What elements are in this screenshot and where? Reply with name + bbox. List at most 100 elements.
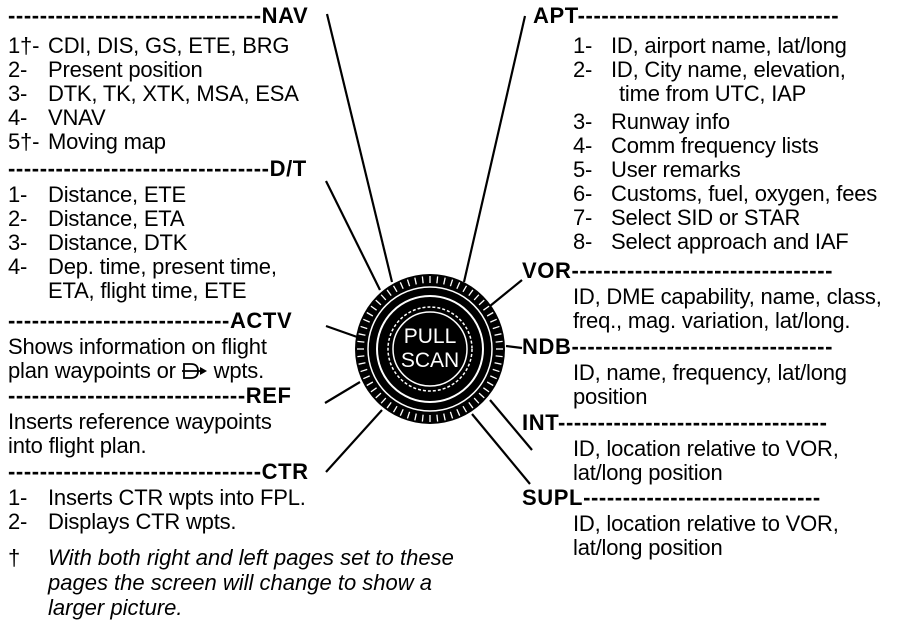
knob-ridge — [358, 362, 366, 365]
int-header-row: INT---------------------------------- — [522, 410, 828, 435]
nav-header-row: --------------------------------NAV — [8, 3, 309, 28]
ctr-item-1: 1-Inserts CTR wpts into FPL. — [8, 485, 306, 510]
connector-apt — [462, 15, 527, 283]
knob-ridge — [462, 405, 468, 413]
knob-ridge — [492, 368, 500, 373]
pull-scan-knob[interactable]: PULL SCAN — [355, 274, 505, 424]
connector-vor — [489, 279, 523, 307]
apt-item-8: 8-Select approach and IAF — [573, 229, 849, 254]
knob-ridge — [492, 325, 500, 330]
ndb-header-row: NDB--------------------------------- — [522, 334, 834, 359]
knob-ridge — [363, 375, 370, 380]
knob-ridge — [392, 405, 398, 413]
knob-ridge — [366, 381, 374, 387]
dt-item-3: 3-Distance, DTK — [8, 230, 188, 255]
knob-ridge — [357, 355, 365, 358]
knob-ridge — [370, 305, 377, 311]
knob-ridge — [443, 277, 446, 285]
knob-dashed-ring — [387, 306, 473, 392]
nav-item-5: 5†-Moving map — [8, 129, 166, 154]
knob-ridge — [414, 277, 417, 285]
apt-item-1: 1-ID, airport name, lat/long — [573, 33, 847, 58]
supl-header-row: SUPL------------------------------ — [522, 485, 821, 510]
knob-ridge — [449, 279, 454, 287]
knob-ridge — [399, 409, 404, 416]
knob-ridge — [449, 411, 454, 419]
knob-ridge — [380, 294, 387, 301]
knob-ridge — [363, 318, 370, 323]
knob-label-scan: SCAN — [401, 349, 459, 372]
connector-supl — [471, 413, 531, 485]
dt-item-4: 4-Dep. time, present time, — [8, 254, 277, 279]
ref-header-row: ------------------------------REF — [8, 383, 292, 408]
connector-ctr — [325, 409, 383, 473]
D-arrow-icon — [181, 361, 208, 385]
ref-header: REF — [245, 383, 292, 408]
knob-ridge — [462, 285, 468, 293]
knob-ridge — [495, 355, 503, 358]
knob-ridge — [386, 289, 392, 296]
ctr-header: CTR — [261, 459, 309, 484]
apt-item-6: 6-Customs, fuel, oxygen, fees — [573, 181, 878, 206]
footnote-line-2: pages the screen will change to show a — [48, 570, 433, 595]
knob-ridge — [380, 397, 387, 404]
knob-ridge — [478, 299, 485, 306]
nav-item-4: 4-VNAV — [8, 105, 106, 130]
dt-item-2: 2-Distance, ETA — [8, 206, 185, 231]
knob-ridge — [358, 333, 366, 336]
connector-ref — [324, 381, 361, 404]
knob-ridge — [456, 409, 461, 416]
vor-header-row: VOR--------------------------------- — [522, 258, 834, 283]
actv-line-1: Shows information on flight — [8, 334, 267, 359]
ref-line-2: into flight plan. — [8, 433, 147, 458]
knob-ridge — [399, 282, 404, 289]
knob-ridge — [436, 276, 439, 284]
knob-inner-ring — [376, 295, 484, 403]
ref-line-1: Inserts reference waypoints — [8, 409, 272, 434]
knob-ridge — [375, 392, 382, 399]
connector-ndb — [505, 344, 523, 350]
knob-ridge — [468, 289, 474, 296]
nav-header: NAV — [261, 3, 309, 28]
int-line-1: ID, location relative to VOR, — [573, 436, 839, 461]
connector-int — [489, 399, 533, 451]
knob-ridge — [357, 340, 365, 343]
apt-item-7: 7-Select SID or STAR — [573, 205, 801, 230]
knob-ridge — [406, 411, 411, 419]
apt-header-row: APT--------------------------------- — [533, 3, 840, 28]
knob-ridge — [360, 368, 368, 373]
connector-dt — [325, 180, 381, 291]
connector-actv — [325, 324, 361, 340]
knob-ridge — [406, 279, 411, 287]
dt-header-row: ---------------------------------D/T — [8, 156, 307, 181]
knob-ridge — [443, 413, 446, 421]
actv-header-row: ----------------------------ACTV — [8, 308, 293, 333]
ndb-header: NDB — [522, 334, 572, 359]
dt-item-1: 1-Distance, ETE — [8, 182, 187, 207]
nav-item-1: 1†-CDI, DIS, GS, ETE, BRG — [8, 33, 290, 58]
ctr-item-2: 2-Displays CTR wpts. — [8, 509, 237, 534]
knob-ridge — [494, 362, 502, 365]
knob-ridge — [473, 294, 480, 301]
apt-item-2-cont: time from UTC, IAP — [619, 81, 807, 106]
ndb-line-1: ID, name, frequency, lat/long — [573, 360, 847, 385]
int-line-2: lat/long position — [573, 460, 723, 485]
knob-ridge — [414, 413, 417, 421]
knob-ridge — [478, 392, 485, 399]
knob-ridge — [366, 311, 374, 317]
knob-ridge — [483, 387, 490, 393]
nav-item-3: 3-DTK, TK, XTK, MSA, ESA — [8, 81, 299, 106]
supl-header: SUPL — [522, 485, 584, 510]
knob-ridge — [494, 333, 502, 336]
nav-item-2: 2-Present position — [8, 57, 203, 82]
vor-line-1: ID, DME capability, name, class, — [573, 284, 882, 309]
knob-ridge — [456, 282, 461, 289]
ctr-header-row: --------------------------------CTR — [8, 459, 309, 484]
knob-ridges — [357, 276, 503, 422]
footnote-mark: † — [8, 545, 21, 570]
knob-ridge — [421, 414, 424, 422]
apt-item-2: 2-ID, City name, elevation, — [573, 57, 846, 82]
knob-ridge — [483, 305, 490, 311]
knob-ridge — [495, 340, 503, 343]
